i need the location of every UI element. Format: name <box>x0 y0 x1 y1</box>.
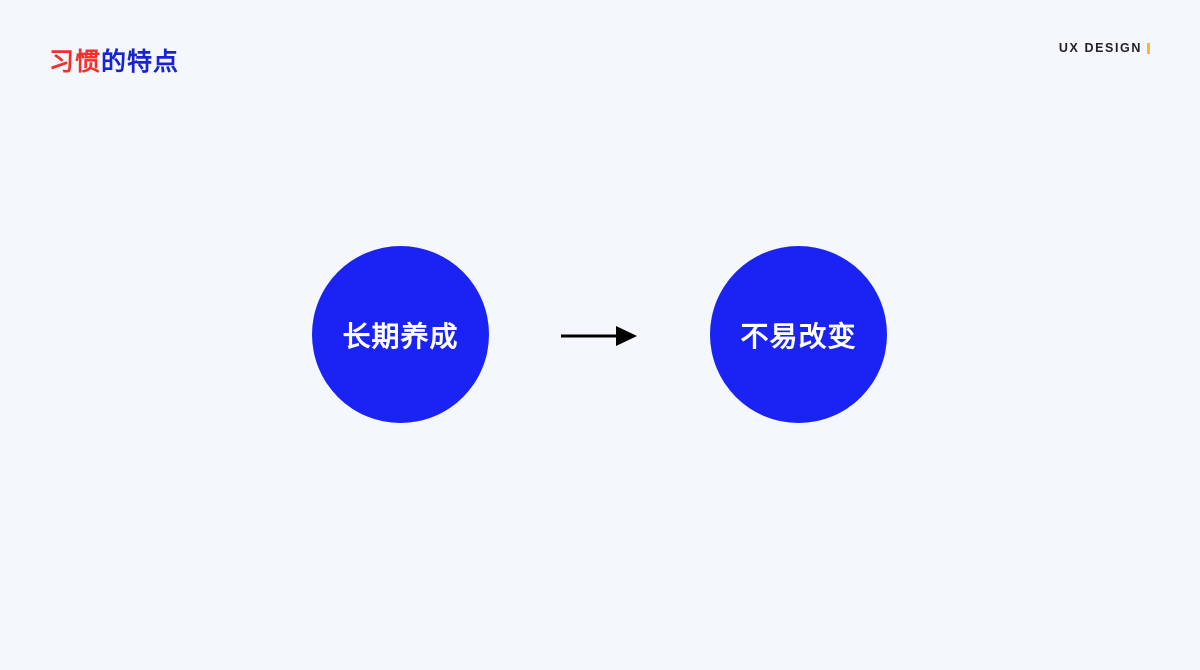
node-label: 不易改变 <box>740 319 857 353</box>
brand-accent-bar <box>1147 42 1150 54</box>
node-long-term-formation: 长期养成 <box>312 246 489 423</box>
arrow-right-icon <box>561 326 637 346</box>
brand-label: UX DESIGN <box>1059 41 1150 55</box>
node-label: 长期养成 <box>342 319 459 353</box>
node-hard-to-change: 不易改变 <box>710 246 887 423</box>
page-title: 习惯的特点 <box>49 45 179 79</box>
brand-text: UX DESIGN <box>1058 41 1142 55</box>
title-rest: 的特点 <box>101 47 180 76</box>
title-highlight: 习惯 <box>49 47 102 76</box>
